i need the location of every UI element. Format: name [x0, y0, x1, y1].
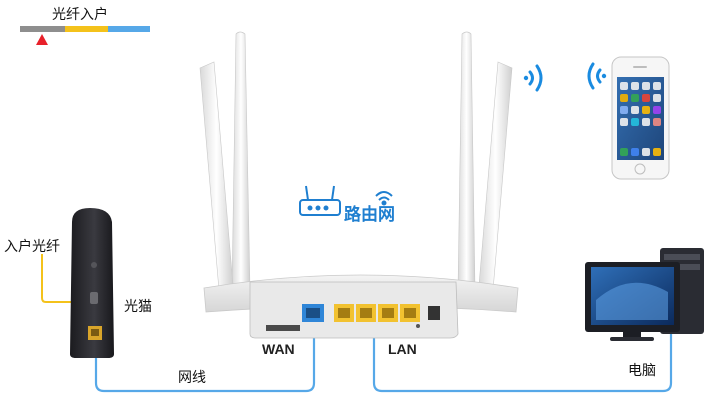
- legend-marker-icon: [36, 34, 48, 45]
- router-to-pc-cable: [372, 332, 673, 393]
- router-antennas: [199, 31, 513, 291]
- wan-label: WAN: [262, 341, 295, 357]
- legend-blue-segment: [108, 26, 150, 32]
- logo-router-icon: [299, 185, 341, 216]
- wifi-icon: [523, 64, 543, 92]
- fiber-cable: [41, 254, 88, 303]
- cable-label: 网线: [178, 369, 206, 385]
- logo-wifi-icon: [375, 191, 393, 206]
- logo-text: 路由网: [344, 205, 395, 224]
- legend-yellow-segment: [65, 26, 108, 32]
- fiber-in-label: 入户光纤: [4, 238, 60, 254]
- lan-label: LAN: [388, 341, 417, 357]
- smartphone-icon: [611, 56, 670, 180]
- modem-label: 光猫: [124, 298, 152, 314]
- modem-to-router-cable: [94, 332, 316, 393]
- power-button: [428, 306, 440, 320]
- legend-bar: [20, 26, 150, 45]
- legend-gray-segment: [20, 26, 65, 32]
- router-icon: [203, 274, 519, 339]
- computer-label: 电脑: [628, 362, 656, 378]
- modem-icon: [70, 208, 114, 358]
- phone-wifi-icon: [587, 62, 607, 90]
- legend-title: 光纤入户: [52, 6, 108, 22]
- desktop-computer-icon: [585, 248, 704, 341]
